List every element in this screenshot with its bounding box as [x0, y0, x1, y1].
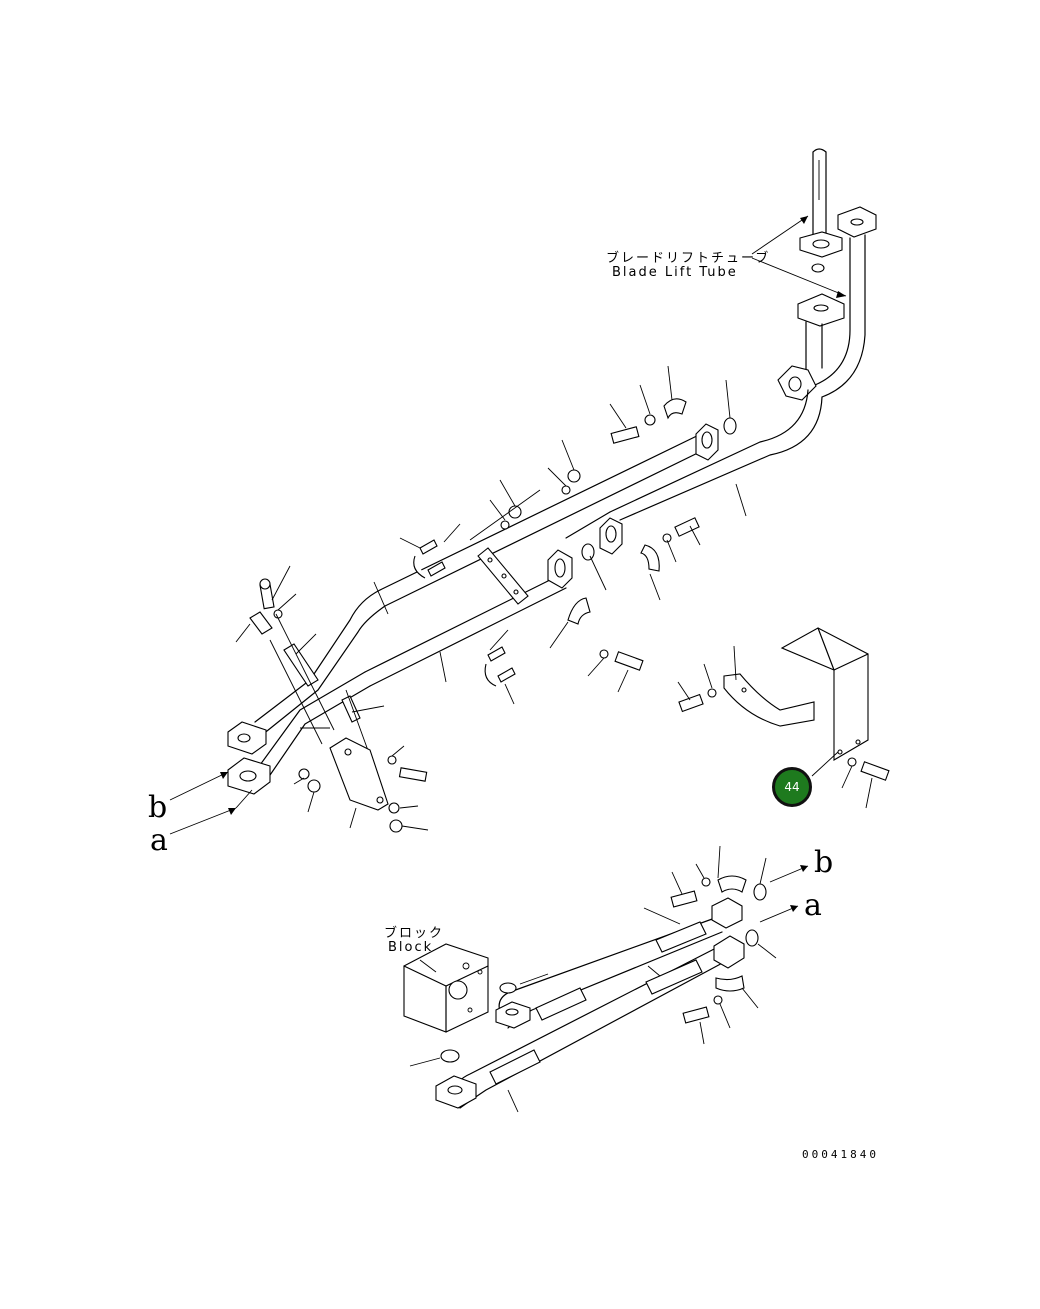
connection-marker-b-upper: b — [148, 790, 168, 825]
hardware-series — [399, 439, 581, 605]
lower-clamps — [409, 845, 777, 1113]
left-end-flanges — [227, 721, 271, 795]
block-assembly — [403, 943, 489, 1033]
block-label-jp: ブロック — [384, 926, 445, 941]
upper-flange-left — [799, 231, 843, 258]
blade-lift-leaders — [751, 215, 847, 298]
lower-curve-tube — [609, 389, 823, 521]
flange-right-mid — [599, 517, 623, 555]
left-bracket-assembly — [235, 565, 429, 833]
left-arrows — [169, 771, 253, 835]
clamp-assembly-upper — [609, 365, 737, 444]
elbow-flange-right — [777, 365, 817, 401]
u-bolt-lower — [484, 629, 516, 705]
blade-lift-tube-label-jp: ブレードリフトチューブ — [606, 251, 771, 266]
vertical-pipe — [812, 148, 827, 241]
cover-guard — [677, 627, 890, 809]
pipe-flange-center — [547, 549, 573, 589]
part-number-badge[interactable]: 44 — [772, 767, 812, 807]
connection-marker-b-lower: b — [814, 845, 834, 880]
document-number: 00041840 — [802, 1148, 879, 1161]
connection-marker-a-lower: a — [804, 888, 822, 923]
middle-flange-top — [797, 293, 845, 327]
right-bent-tube — [814, 234, 866, 398]
clamp-assembly-center — [549, 483, 747, 693]
connection-marker-a-upper: a — [150, 823, 168, 858]
blade-lift-tube-label-en: Blade Lift Tube — [612, 265, 738, 280]
o-ring-top — [811, 263, 825, 273]
pipe-flange-mid — [695, 423, 719, 461]
upper-long-pipe — [254, 431, 713, 736]
upper-flange-right — [837, 206, 877, 238]
lower-pipes — [435, 897, 745, 1109]
lower-right-arrows — [759, 865, 809, 923]
block-label-en: Block — [388, 940, 434, 955]
